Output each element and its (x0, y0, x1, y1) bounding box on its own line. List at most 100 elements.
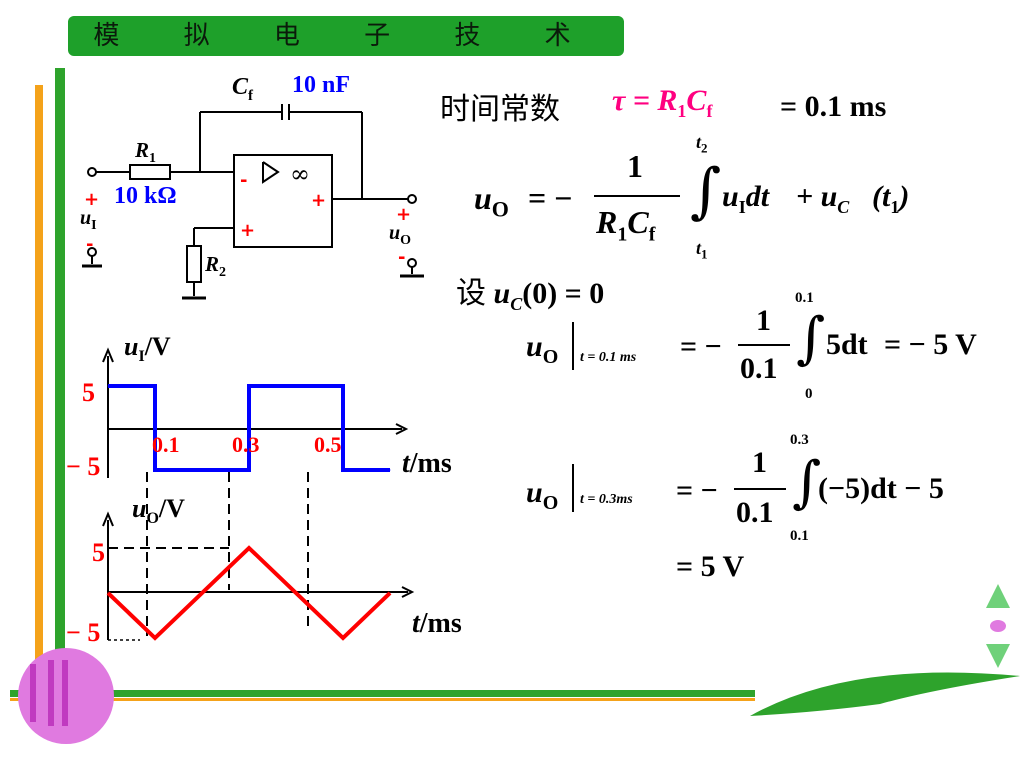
output-terminal (407, 194, 417, 204)
main-equals: = − (528, 180, 573, 216)
main-numerator: 1 (627, 148, 643, 184)
ui-tick-0.5: 0.5 (314, 432, 342, 457)
bottom-green-line (10, 690, 755, 697)
input-minus-sign: - (86, 234, 93, 255)
eq1-eval-bar (572, 322, 574, 370)
main-argument: (t1) (872, 180, 910, 217)
ui-waveform-series (108, 384, 390, 472)
uo-axis-label: uO/V (132, 494, 185, 528)
output-plus-sign: + (396, 204, 411, 225)
opamp-out-plus: + (311, 190, 326, 211)
ui-point-0 (107, 385, 109, 387)
eq2-fraction-bar (734, 488, 786, 490)
eq1-fraction-bar (738, 344, 790, 346)
ui-point-7 (389, 469, 391, 471)
tau-value: = 0.1 ms (780, 90, 887, 123)
main-upper-limit: t2 (696, 132, 708, 156)
eq2-lower-limit: 0.1 (790, 528, 809, 544)
main-integrand: uIdt (722, 180, 770, 217)
ui-point-1 (154, 385, 156, 387)
output-minus-sign: - (398, 247, 405, 268)
eq1-result: = − 5 V (884, 328, 977, 361)
output-voltage-label: uO (389, 222, 412, 248)
ui-x-arrow (395, 423, 409, 435)
eq2-eval-at: t = 0.3ms (580, 492, 633, 507)
eq1-eval-at: t = 0.1 ms (580, 350, 637, 365)
main-fraction-bar (594, 195, 680, 197)
uo-tick-neg5: − 5 (66, 618, 101, 647)
ui-tick-0.1: 0.1 (152, 432, 180, 457)
left-orange-bar (35, 85, 43, 685)
uo-point-4 (389, 592, 391, 594)
prev-slide-arrow-icon[interactable] (986, 584, 1010, 608)
next-slide-arrow-icon[interactable] (986, 644, 1010, 668)
uo-x-label: t/ms (412, 608, 462, 639)
main-integral-sign: ∫ (690, 156, 722, 226)
eq1-numerator: 1 (756, 304, 771, 337)
main-denominator: R1Cf (596, 204, 656, 246)
opamp-infinity: ∞ (290, 160, 310, 188)
eq2-upper-limit: 0.3 (790, 432, 809, 448)
eq2-eval-bar (572, 464, 574, 512)
ui-point-3 (248, 469, 250, 471)
home-dot-icon[interactable] (990, 620, 1006, 632)
eq1-equals: = − (680, 330, 722, 363)
leaf-swoosh (750, 672, 1020, 716)
input-plus-sign: + (84, 189, 99, 210)
opamp-minus-sign: - (240, 170, 247, 191)
ui-point-6 (342, 469, 344, 471)
ui-axis-label: uI/V (124, 332, 171, 366)
eq2-numerator: 1 (752, 446, 767, 479)
r1-value: 10 kΩ (114, 183, 177, 209)
tau-expression: τ = R1Cf (612, 84, 713, 121)
input-voltage-label: uI (80, 207, 97, 233)
slide-title: 模 拟 电 子 技 术 (93, 21, 599, 51)
eq1-denominator: 0.1 (740, 352, 778, 385)
title-bar: 模 拟 电 子 技 术 (68, 16, 624, 56)
uo-tick-pos5: 5 (92, 538, 105, 567)
bottom-orange-line (10, 698, 755, 701)
eq1-lower-limit: 0 (805, 386, 813, 402)
corner-bar-1 (30, 664, 36, 722)
ui-x-label: t/ms (402, 448, 452, 479)
ui-point-4 (248, 385, 250, 387)
uo-point-0 (107, 592, 109, 594)
tau-prefix: 时间常数 (440, 92, 560, 127)
uo-y-arrow (102, 511, 114, 527)
opamp-box (233, 154, 333, 248)
corner-bar-3 (62, 660, 68, 726)
uo-point-2 (248, 547, 250, 549)
r2-label: R2 (205, 252, 227, 281)
ui-tick-neg5: − 5 (66, 452, 101, 481)
eq1-integrand: 5dt (826, 328, 868, 361)
eq1-upper-limit: 0.1 (795, 290, 814, 306)
uo-point-3 (342, 637, 344, 639)
opamp-plus-sign: + (240, 220, 255, 241)
eq2-integrand: (−5)dt − 5 (818, 472, 944, 505)
ui-point-5 (342, 385, 344, 387)
eq2-integral-sign: ∫ (792, 450, 822, 515)
eq2-lhs: uO (526, 476, 559, 514)
main-plus-term: + uC (796, 180, 850, 217)
ui-y-arrow (102, 347, 114, 363)
ui-tick-0.3: 0.3 (232, 432, 260, 457)
left-green-bar (55, 68, 65, 688)
eq1-lhs: uO (526, 330, 559, 368)
cf-value: 10 nF (292, 72, 351, 98)
uo-point-1 (154, 637, 156, 639)
uo-x-arrow (401, 586, 415, 598)
eq2-equals: = − (676, 474, 718, 507)
r1-label: R1 (135, 138, 157, 167)
corner-bar-2 (48, 660, 54, 726)
ui-tick-pos5: 5 (82, 378, 95, 407)
cf-label: Cf (232, 74, 254, 104)
eq2-result: = 5 V (676, 550, 745, 583)
eq2-denominator: 0.1 (736, 496, 774, 529)
main-lower-limit: t1 (696, 238, 708, 262)
ui-point-2 (154, 469, 156, 471)
eq1-integral-sign: ∫ (796, 306, 826, 371)
